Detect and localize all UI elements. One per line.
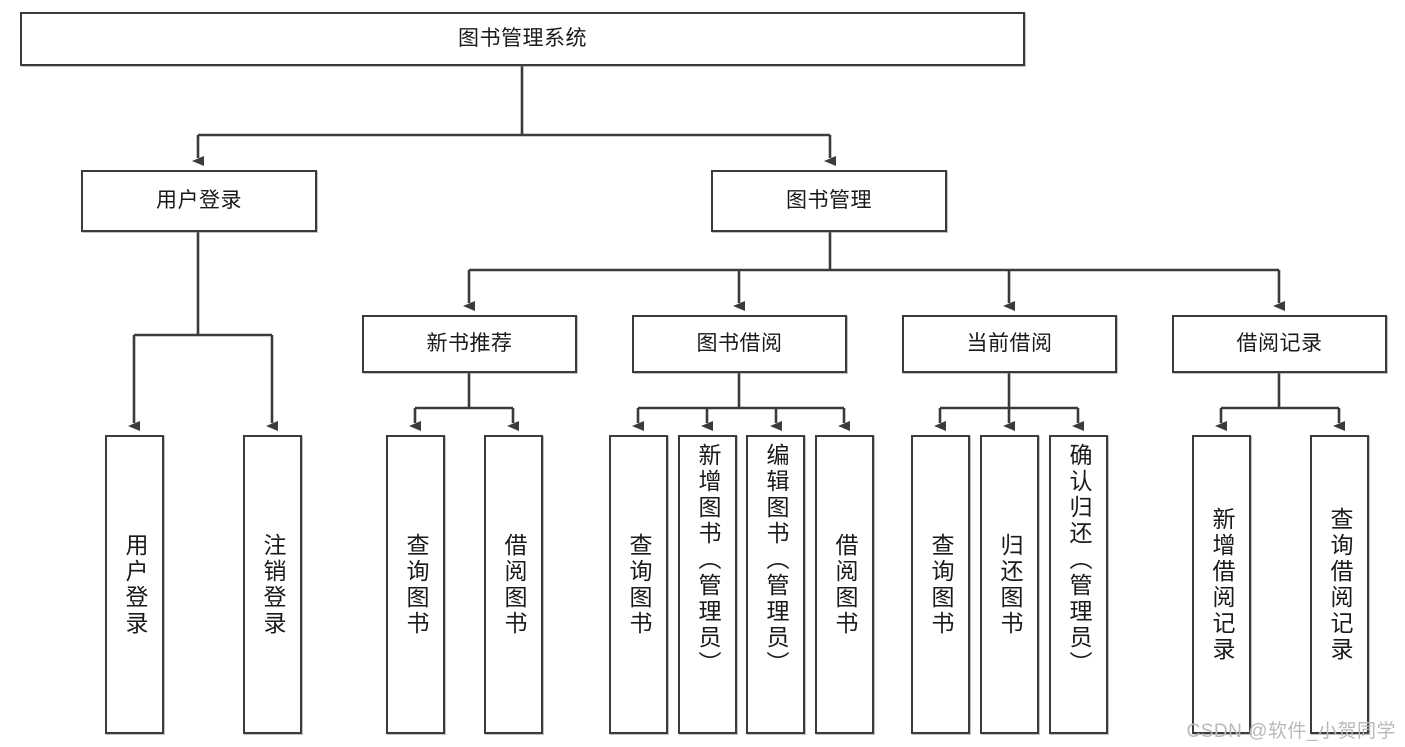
node-leaf-borrow-book-1[interactable]: 借阅图书	[484, 435, 543, 734]
node-leaf-add-record[interactable]: 新增借阅记录	[1192, 435, 1251, 734]
node-leaf-logout-login-label: 注销登录	[260, 532, 286, 637]
node-user-login-label: 用户登录	[156, 189, 242, 213]
node-leaf-borrow-book-1-label: 借阅图书	[501, 532, 527, 637]
node-book-borrow[interactable]: 图书借阅	[632, 315, 847, 373]
node-leaf-edit-book-label: 编辑图书（管理员）	[763, 443, 789, 677]
node-leaf-edit-book[interactable]: 编辑图书（管理员）	[746, 435, 805, 734]
node-leaf-add-book[interactable]: 新增图书（管理员）	[678, 435, 737, 734]
node-leaf-return-book-label: 归还图书	[997, 532, 1023, 637]
node-leaf-query-book-1-label: 查询图书	[403, 532, 429, 637]
node-leaf-borrow-book-2[interactable]: 借阅图书	[815, 435, 874, 734]
csdn-watermark: CSDN @软件_小贺同学	[1186, 721, 1396, 742]
node-leaf-return-book[interactable]: 归还图书	[980, 435, 1039, 734]
node-leaf-query-book-3[interactable]: 查询图书	[911, 435, 970, 734]
node-leaf-confirm-return[interactable]: 确认归还（管理员）	[1049, 435, 1108, 734]
node-leaf-user-login[interactable]: 用户登录	[105, 435, 164, 734]
node-leaf-query-record-label: 查询借阅记录	[1327, 506, 1353, 663]
node-book-borrow-label: 图书借阅	[696, 332, 783, 356]
node-root[interactable]: 图书管理系统	[20, 12, 1025, 66]
node-borrow-record-label: 借阅记录	[1236, 332, 1323, 356]
node-leaf-borrow-book-2-label: 借阅图书	[832, 532, 858, 637]
node-leaf-query-book-2-label: 查询图书	[626, 532, 652, 637]
node-new-book-recommend-label: 新书推荐	[426, 332, 513, 356]
node-current-borrow[interactable]: 当前借阅	[902, 315, 1117, 373]
node-leaf-add-book-label: 新增图书（管理员）	[695, 443, 721, 677]
node-leaf-query-book-3-label: 查询图书	[928, 532, 954, 637]
node-leaf-user-login-label: 用户登录	[122, 532, 148, 637]
node-leaf-query-book-2[interactable]: 查询图书	[609, 435, 668, 734]
node-user-login[interactable]: 用户登录	[81, 170, 317, 232]
node-root-label: 图书管理系统	[458, 27, 587, 51]
node-leaf-add-record-label: 新增借阅记录	[1209, 506, 1235, 663]
node-book-manage-label: 图书管理	[786, 189, 872, 213]
node-current-borrow-label: 当前借阅	[966, 332, 1053, 356]
node-borrow-record[interactable]: 借阅记录	[1172, 315, 1387, 373]
node-leaf-query-record[interactable]: 查询借阅记录	[1310, 435, 1369, 734]
node-leaf-confirm-return-label: 确认归还（管理员）	[1066, 443, 1092, 677]
node-leaf-query-book-1[interactable]: 查询图书	[386, 435, 445, 734]
node-new-book-recommend[interactable]: 新书推荐	[362, 315, 577, 373]
node-book-manage[interactable]: 图书管理	[711, 170, 947, 232]
node-leaf-logout-login[interactable]: 注销登录	[243, 435, 302, 734]
